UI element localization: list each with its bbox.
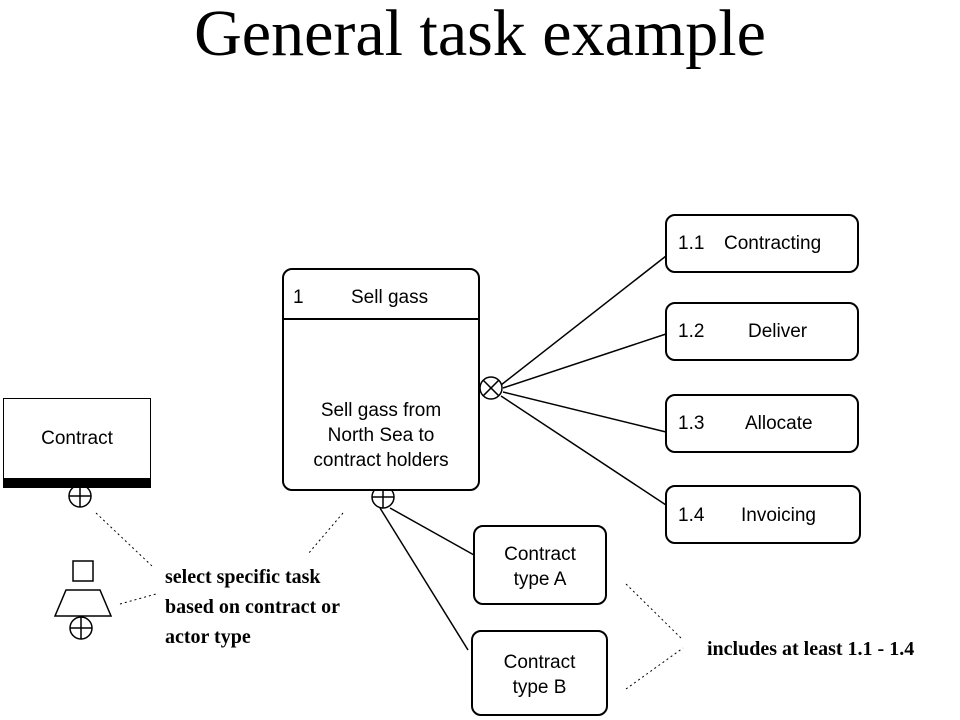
subtask-1-2: 1.2 Deliver [665, 302, 859, 361]
dotted-leader-type-a [625, 583, 684, 641]
contract-type-a-box: Contract type A [473, 525, 607, 605]
diagram-title: General task example [194, 0, 766, 70]
contract-or-node-icon [68, 484, 92, 508]
subtask-1-1: 1.1 Contracting [665, 214, 859, 273]
main-task-box: 1 Sell gass Sell gass from North Sea to … [282, 268, 480, 491]
contract-type-line: type A [513, 569, 567, 590]
selector-symbol-icon [53, 560, 113, 640]
selector-note-line: actor type [165, 626, 251, 648]
connector-xor-1-2 [502, 333, 667, 389]
connector-xor-1-4 [500, 395, 667, 506]
main-task-number: 1 [293, 287, 304, 308]
main-task-description-line: North Sea to [327, 425, 435, 446]
subtask-1-3: 1.3 Allocate [665, 394, 859, 453]
subtask-number: 1.3 [678, 413, 705, 434]
connector-xor-1-3 [502, 391, 667, 433]
subtask-name: Allocate [745, 413, 813, 434]
subtask-name: Invoicing [741, 505, 816, 526]
selector-note: select specific task based on contract o… [165, 562, 340, 652]
dotted-leader-contract [95, 512, 153, 567]
dotted-leader-main-task [307, 512, 344, 555]
main-task-header: 1 Sell gass [284, 270, 478, 320]
selector-note-line: based on contract or [165, 596, 340, 618]
connector-xor-1-1 [500, 255, 667, 386]
contract-type-line: Contract [503, 652, 576, 673]
subtask-1-4: 1.4 Invoicing [665, 485, 861, 544]
connector-or-type-a [389, 507, 475, 556]
includes-note: includes at least 1.1 - 1.4 [707, 638, 915, 660]
subtask-number: 1.2 [678, 321, 705, 342]
contract-type-line: type B [512, 677, 567, 698]
subtask-number: 1.4 [678, 505, 705, 526]
contract-object: Contract [3, 398, 151, 488]
subtask-number: 1.1 [678, 233, 705, 254]
main-task-name: Sell gass [351, 287, 429, 308]
dotted-leader-type-b [625, 647, 684, 690]
contract-type-b-box: Contract type B [471, 630, 608, 716]
selector-note-line: select specific task [165, 566, 321, 588]
dotted-leader-selector-symbol [119, 593, 157, 605]
main-task-description-line: contract holders [313, 450, 449, 471]
contract-type-line: Contract [504, 544, 576, 565]
xor-node-icon [479, 376, 503, 400]
main-task-description-line: Sell gass from [320, 400, 442, 421]
subtask-name: Contracting [724, 233, 822, 254]
main-task-description: Sell gass from North Sea to contract hol… [284, 398, 478, 473]
subtask-name: Deliver [748, 321, 808, 342]
connector-or-type-b [379, 507, 469, 651]
contract-label: Contract [41, 427, 113, 449]
